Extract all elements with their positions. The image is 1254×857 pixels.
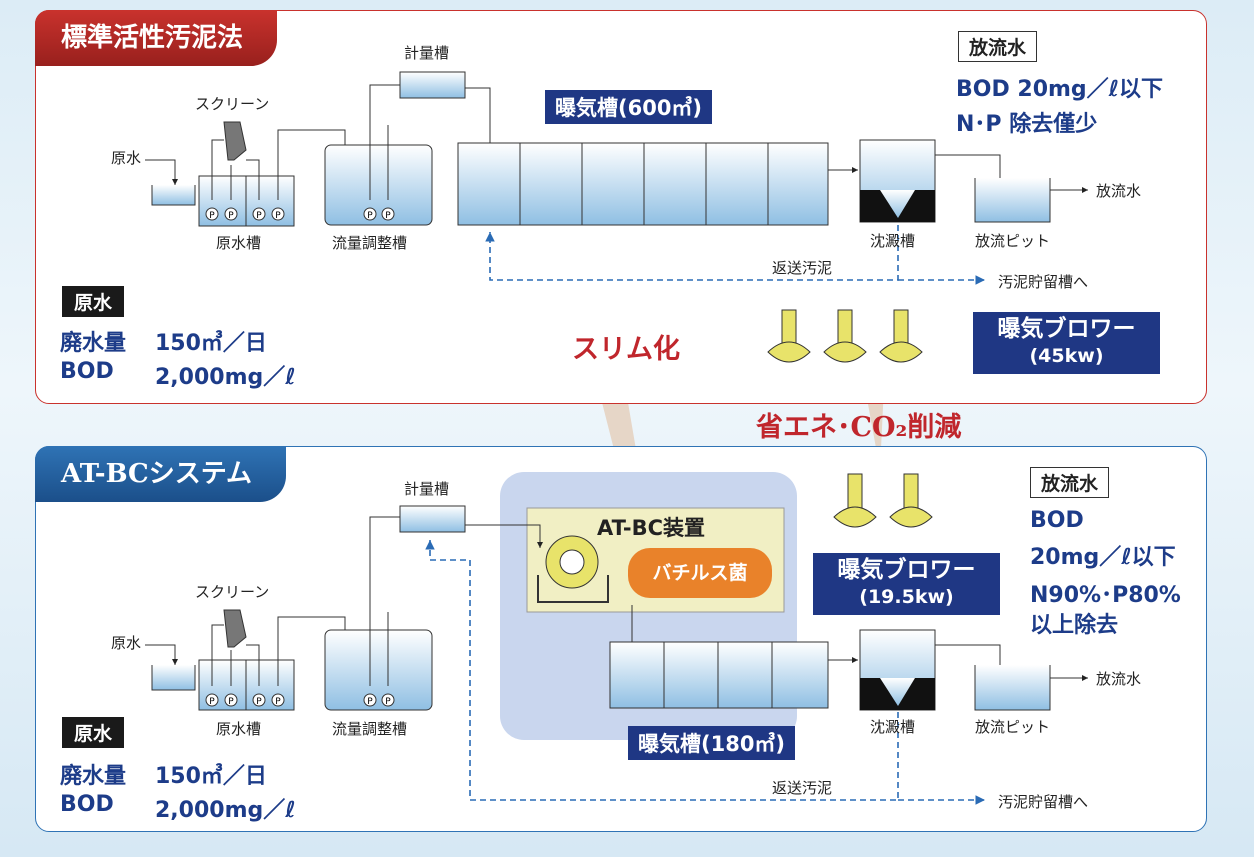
inlet-channel xyxy=(151,185,196,206)
label-aeration-600: 曝気槽(600㎥) xyxy=(545,90,713,124)
blower-icon xyxy=(879,309,923,363)
screen-icon xyxy=(223,121,247,161)
raw-volume: 150㎥／日 xyxy=(155,331,267,356)
flow-adjust-tank xyxy=(324,629,433,711)
label-flow-tank: 流量調整槽 xyxy=(332,234,408,252)
effluent-np: N･P 除去僅少 xyxy=(956,112,1098,137)
label-screen: スクリーン xyxy=(195,95,270,113)
discharge-pit xyxy=(974,178,1051,223)
blower-power: (45kw) xyxy=(1029,345,1104,367)
raw-title: 原水 xyxy=(62,286,125,317)
pump-label: P xyxy=(256,211,262,221)
pump-label: P xyxy=(228,211,234,221)
raw-volume-label: 廃水量 xyxy=(60,764,127,789)
pump-label: P xyxy=(367,211,373,221)
label-aeration-180: 曝気槽(180㎥) xyxy=(628,726,796,760)
label-sludge: 汚泥貯留槽へ xyxy=(998,793,1089,811)
raw-bod-label: BOD xyxy=(60,792,114,817)
screen-icon xyxy=(223,609,247,648)
label-sludge: 汚泥貯留槽へ xyxy=(998,273,1089,291)
blower-icon xyxy=(767,309,811,363)
pump-label: P xyxy=(275,211,281,221)
pump-label: P xyxy=(275,697,281,707)
pump-label: P xyxy=(228,697,234,707)
label-pit: 放流ピット xyxy=(975,232,1051,250)
return-sludge-line xyxy=(425,540,899,801)
raw-volume-label: 廃水量 xyxy=(60,331,127,356)
flow-adjust-tank xyxy=(324,144,433,226)
blower-box-bottom: 曝気ブロワー (19.5kw) xyxy=(813,553,1000,615)
raw-bod: 2,000mg／ℓ xyxy=(155,365,296,390)
label-raw-tank: 原水槽 xyxy=(216,720,262,738)
label-raw-in: 原水 xyxy=(111,149,142,167)
atbc-device-label: AT-BC装置 xyxy=(597,516,705,540)
meter-tank xyxy=(399,71,466,99)
label-screen: スクリーン xyxy=(195,583,270,601)
pump-label: P xyxy=(209,211,215,221)
effluent-bod: BOD 20mg／ℓ以下 xyxy=(956,77,1164,102)
panel-title: 標準活性汚泥法 xyxy=(35,10,278,66)
effluent-bod: 20mg／ℓ以下 xyxy=(1030,545,1176,570)
label-settling: 沈澱槽 xyxy=(870,718,916,736)
label-raw-tank: 原水槽 xyxy=(216,234,262,252)
pump-label: P xyxy=(209,697,215,707)
label-return: 返送汚泥 xyxy=(772,779,833,797)
blower-icon xyxy=(823,309,867,363)
raw-volume: 150㎥／日 xyxy=(155,764,267,789)
blower-icon xyxy=(833,473,877,528)
aeration-tank-180 xyxy=(609,641,829,709)
blower-icon xyxy=(889,473,933,528)
raw-bod: 2,000mg／ℓ xyxy=(155,798,296,823)
raw-bod-label: BOD xyxy=(60,359,114,384)
label-pit: 放流ピット xyxy=(975,718,1051,736)
pump-label: P xyxy=(256,697,262,707)
effluent-np-removal: 以上除去 xyxy=(1030,613,1119,638)
bacillus-badge: バチルス菌 xyxy=(628,548,772,598)
label-raw-in: 原水 xyxy=(111,634,142,652)
label-outflow: 放流水 xyxy=(1096,182,1142,200)
blower-power: (19.5kw) xyxy=(859,586,954,608)
blower-name: 曝気ブロワー xyxy=(997,316,1136,342)
label-meter: 計量槽 xyxy=(404,480,450,498)
meter-tank xyxy=(399,505,466,533)
effluent-bod-label: BOD xyxy=(1030,508,1084,533)
panel-title: AT-BCシステム xyxy=(35,446,286,502)
label-meter: 計量槽 xyxy=(404,44,450,62)
pump-label: P xyxy=(385,697,391,707)
blower-box-top: 曝気ブロワー (45kw) xyxy=(973,312,1160,374)
discharge-pit xyxy=(974,665,1051,711)
energy-saving-label: 省エネ･CO₂削減 xyxy=(756,412,962,443)
raw-title: 原水 xyxy=(62,717,125,748)
blower-name: 曝気ブロワー xyxy=(837,557,976,583)
slim-label: スリム化 xyxy=(572,334,680,365)
label-return: 返送汚泥 xyxy=(772,259,833,277)
label-flow-tank: 流量調整槽 xyxy=(332,720,408,738)
label-settling: 沈澱槽 xyxy=(870,232,916,250)
pump-label: P xyxy=(385,211,391,221)
pump-label: P xyxy=(367,697,373,707)
effluent-title: 放流水 xyxy=(1030,467,1110,498)
effluent-title: 放流水 xyxy=(958,31,1038,62)
effluent-np-rate: N90%･P80% xyxy=(1030,583,1181,608)
label-outflow: 放流水 xyxy=(1096,670,1142,688)
